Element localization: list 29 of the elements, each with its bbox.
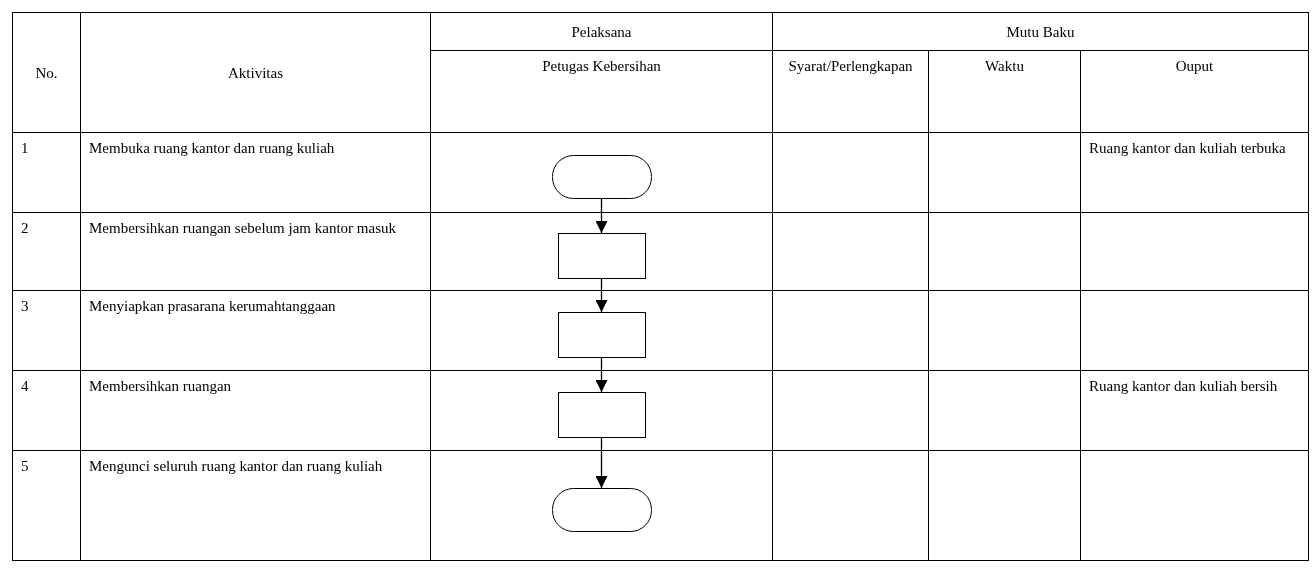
output-description: Ruang kantor dan kuliah terbuka <box>1080 132 1309 213</box>
arrow <box>595 278 608 313</box>
column-header: Aktivitas <box>80 12 431 133</box>
activity-description: Menyiapkan prasarana kerumahtanggaan <box>80 290 431 371</box>
process-box <box>557 312 646 358</box>
activity-description: Membersihkan ruangan sebelum jam kantor masuk <box>80 212 431 291</box>
arrow <box>595 357 608 393</box>
column-header: Mutu Baku <box>772 12 1309 51</box>
column-header: Petugas Kebersihan <box>430 50 773 133</box>
column-header: Waktu <box>928 50 1081 133</box>
activity-description: Membuka ruang kantor dan ruang kuliah <box>80 132 431 213</box>
process-box <box>557 392 646 438</box>
activity-description: Mengunci seluruh ruang kantor dan ruang kuliah <box>80 450 431 561</box>
activity-description: Membersihkan ruangan <box>80 370 431 451</box>
arrow <box>595 437 608 489</box>
row-number: 2 <box>12 212 81 291</box>
column-header: No. <box>12 12 81 133</box>
row-number: 1 <box>12 132 81 213</box>
output-description: Ruang kantor dan kuliah bersih <box>1080 370 1309 451</box>
terminator-shape <box>551 155 652 199</box>
row-number: 5 <box>12 450 81 561</box>
row-number: 3 <box>12 290 81 371</box>
column-header: Syarat/Perlengkapan <box>772 50 929 133</box>
arrow <box>595 198 608 234</box>
process-box <box>557 233 646 279</box>
terminator-shape <box>551 488 652 532</box>
row-number: 4 <box>12 370 81 451</box>
column-header: Pelaksana <box>430 12 773 51</box>
column-header: Ouput <box>1080 50 1309 133</box>
